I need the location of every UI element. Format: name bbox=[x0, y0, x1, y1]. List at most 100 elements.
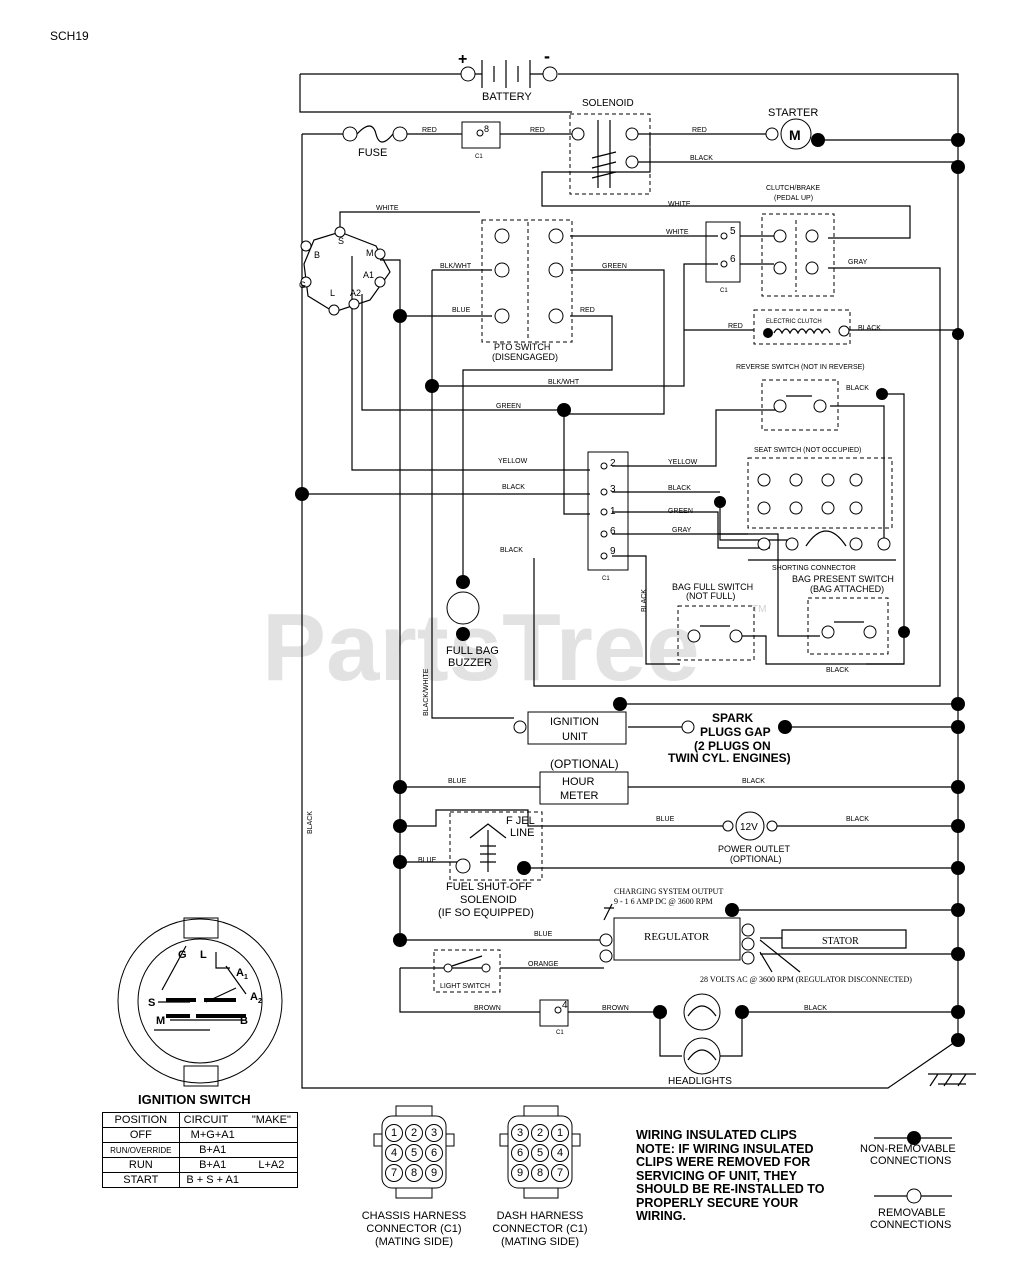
svg-text:BLUE: BLUE bbox=[452, 307, 471, 314]
connector-pin: 7 bbox=[551, 1164, 569, 1182]
svg-text:BLACK: BLACK bbox=[846, 816, 869, 823]
svg-text:METER: METER bbox=[560, 790, 599, 802]
svg-text:BLUE: BLUE bbox=[418, 857, 437, 864]
connector-c1-8: 8 C1 bbox=[461, 121, 501, 160]
table-row: OFF M+G+A1 bbox=[102, 1127, 298, 1143]
battery-label: BATTERY bbox=[482, 91, 532, 103]
svg-text:GREEN: GREEN bbox=[496, 403, 521, 410]
svg-text:L: L bbox=[330, 288, 335, 298]
pto-switch: PTO SWITCH (DISENGAGED) bbox=[481, 219, 573, 362]
svg-text:BLUE: BLUE bbox=[656, 816, 675, 823]
svg-text:BLUE: BLUE bbox=[534, 931, 553, 938]
connector-pin: 6 bbox=[425, 1144, 443, 1162]
fuse-label: FUSE bbox=[358, 147, 387, 159]
connector-pin: 3 bbox=[425, 1124, 443, 1142]
hour-meter: (OPTIONAL) HOUR METER bbox=[539, 757, 629, 805]
svg-text:GRAY: GRAY bbox=[848, 259, 868, 266]
svg-text:(IF SO EQUIPPED): (IF SO EQUIPPED) bbox=[438, 907, 534, 919]
table-header: "MAKE" bbox=[245, 1112, 298, 1128]
svg-text:TWIN CYL. ENGINES): TWIN CYL. ENGINES) bbox=[668, 751, 791, 765]
svg-text:B: B bbox=[314, 250, 320, 260]
regulator: CHARGING SYSTEM OUTPUT 9 - 1 6 AMP DC @ … bbox=[599, 887, 912, 984]
full-bag-buzzer: FULL BAG BUZZER bbox=[446, 591, 499, 669]
svg-text:F JEL: F JEL bbox=[506, 815, 535, 827]
svg-text:RED: RED bbox=[692, 127, 707, 134]
svg-text:CHARGING SYSTEM OUTPUT: CHARGING SYSTEM OUTPUT bbox=[614, 887, 723, 896]
svg-text:SOLENOID: SOLENOID bbox=[460, 894, 517, 906]
bag-full-switch: BAG FULL SWITCH (NOT FULL) bbox=[672, 582, 755, 661]
svg-text:WHITE: WHITE bbox=[376, 205, 399, 212]
dash-harness-connector bbox=[499, 1105, 581, 1199]
svg-text:A2: A2 bbox=[350, 288, 361, 298]
svg-text:BAG PRESENT SWITCH: BAG PRESENT SWITCH bbox=[792, 574, 894, 584]
svg-text:BUZZER: BUZZER bbox=[448, 657, 492, 669]
svg-text:SPARK: SPARK bbox=[712, 711, 753, 725]
pto-label: PTO SWITCH bbox=[494, 342, 550, 352]
svg-text:REGULATOR: REGULATOR bbox=[644, 931, 710, 943]
svg-text:SHORTING CONNECTOR: SHORTING CONNECTOR bbox=[772, 565, 856, 572]
svg-text:WHITE: WHITE bbox=[666, 229, 689, 236]
clutch-brake-switch: CLUTCH/BRAKE (PEDAL UP) bbox=[761, 185, 835, 297]
starter: STARTER M bbox=[765, 107, 825, 150]
svg-text:BLACK: BLACK bbox=[668, 485, 691, 492]
dash-connector-label: DASH HARNESS CONNECTOR (C1) (MATING SIDE… bbox=[492, 1210, 588, 1248]
ground-symbol bbox=[928, 1073, 976, 1087]
svg-text:(2 PLUGS ON: (2 PLUGS ON bbox=[694, 739, 771, 753]
svg-text:C1: C1 bbox=[720, 288, 728, 294]
svg-text:6: 6 bbox=[730, 254, 736, 265]
connector-pin: 5 bbox=[531, 1144, 549, 1162]
connector-pin: 1 bbox=[385, 1124, 403, 1142]
connector-pin: 8 bbox=[405, 1164, 423, 1182]
svg-text:9 - 1 6 AMP DC @ 3600 RPM: 9 - 1 6 AMP DC @ 3600 RPM bbox=[614, 897, 713, 906]
svg-text:A: A bbox=[250, 991, 258, 1003]
watermark-tm: TM bbox=[752, 604, 766, 615]
svg-text:LIGHT SWITCH: LIGHT SWITCH bbox=[440, 983, 490, 990]
connector-c1-4: 4 C1 bbox=[539, 999, 569, 1036]
table-row: RUN/OVERRIDE B+A1 bbox=[102, 1142, 298, 1158]
svg-text:WHITE: WHITE bbox=[668, 201, 691, 208]
svg-text:HOUR: HOUR bbox=[562, 776, 594, 788]
svg-text:-: - bbox=[544, 46, 550, 66]
ignition-unit: IGNITION UNIT SPARK PLUGS GAP (2 PLUGS O… bbox=[513, 711, 792, 765]
svg-text:1: 1 bbox=[244, 974, 248, 981]
chassis-connector-label: CHASSIS HARNESS CONNECTOR (C1) (MATING S… bbox=[361, 1210, 467, 1248]
connector-pin: 9 bbox=[425, 1164, 443, 1182]
legend: NON-REMOVABLE CONNECTIONS REMOVABLE CONN… bbox=[860, 1131, 956, 1231]
svg-text:IGNITION: IGNITION bbox=[550, 716, 599, 728]
connector-c1-main: 2 3 1 6 9 C1 bbox=[587, 451, 629, 582]
svg-text:1: 1 bbox=[610, 506, 616, 517]
watermark: PartsTree bbox=[262, 594, 700, 701]
svg-text:A1: A1 bbox=[363, 270, 374, 280]
wiring-clips-note: WIRING INSULATED CLIPS NOTE: IF WIRING I… bbox=[636, 1128, 825, 1223]
svg-text:REVERSE SWITCH (NOT IN REVERSE: REVERSE SWITCH (NOT IN REVERSE) bbox=[736, 364, 865, 371]
connector-pin: 8 bbox=[531, 1164, 549, 1182]
seat-switch: SEAT SWITCH (NOT OCCUPIED) SHORTING CONN… bbox=[747, 447, 896, 572]
connector-pin: 7 bbox=[385, 1164, 403, 1182]
connector-pin: 2 bbox=[531, 1124, 549, 1142]
svg-text:BLACK/WHITE: BLACK/WHITE bbox=[423, 668, 430, 716]
svg-text:HEADLIGHTS: HEADLIGHTS bbox=[668, 1076, 732, 1087]
frame-wires bbox=[299, 73, 959, 1089]
battery: + - BATTERY bbox=[458, 46, 558, 103]
svg-text:A: A bbox=[236, 967, 244, 979]
svg-text:BLUE: BLUE bbox=[448, 778, 467, 785]
svg-text:PLUGS GAP: PLUGS GAP bbox=[700, 725, 771, 739]
fuel-shutoff-solenoid: F JEL LINE FUEL SHUT-OFF SOLENOID (IF SO… bbox=[438, 811, 543, 919]
svg-text:(OPTIONAL): (OPTIONAL) bbox=[730, 854, 782, 864]
svg-text:M: M bbox=[366, 248, 374, 258]
svg-text:LINE: LINE bbox=[510, 827, 534, 839]
table-row: RUN B+A1 L+A2 bbox=[102, 1157, 298, 1173]
connector-pin: 3 bbox=[511, 1124, 529, 1142]
connector-pin: 4 bbox=[385, 1144, 403, 1162]
connector-pin: 4 bbox=[551, 1144, 569, 1162]
svg-text:BLACK: BLACK bbox=[690, 155, 713, 162]
svg-text:RED: RED bbox=[422, 127, 437, 134]
svg-text:BROWN: BROWN bbox=[474, 1005, 501, 1012]
svg-text:GREEN: GREEN bbox=[668, 508, 693, 515]
reverse-switch: REVERSE SWITCH (NOT IN REVERSE) BLACK bbox=[736, 364, 869, 431]
ignition-switch-schematic: S M A1 A2 L G B bbox=[299, 226, 391, 316]
connector-c1-5-6: 5 6 C1 bbox=[705, 221, 741, 294]
svg-text:NON-REMOVABLE: NON-REMOVABLE bbox=[860, 1143, 956, 1155]
chassis-harness-connector bbox=[373, 1105, 455, 1199]
svg-text:UNIT: UNIT bbox=[562, 731, 588, 743]
